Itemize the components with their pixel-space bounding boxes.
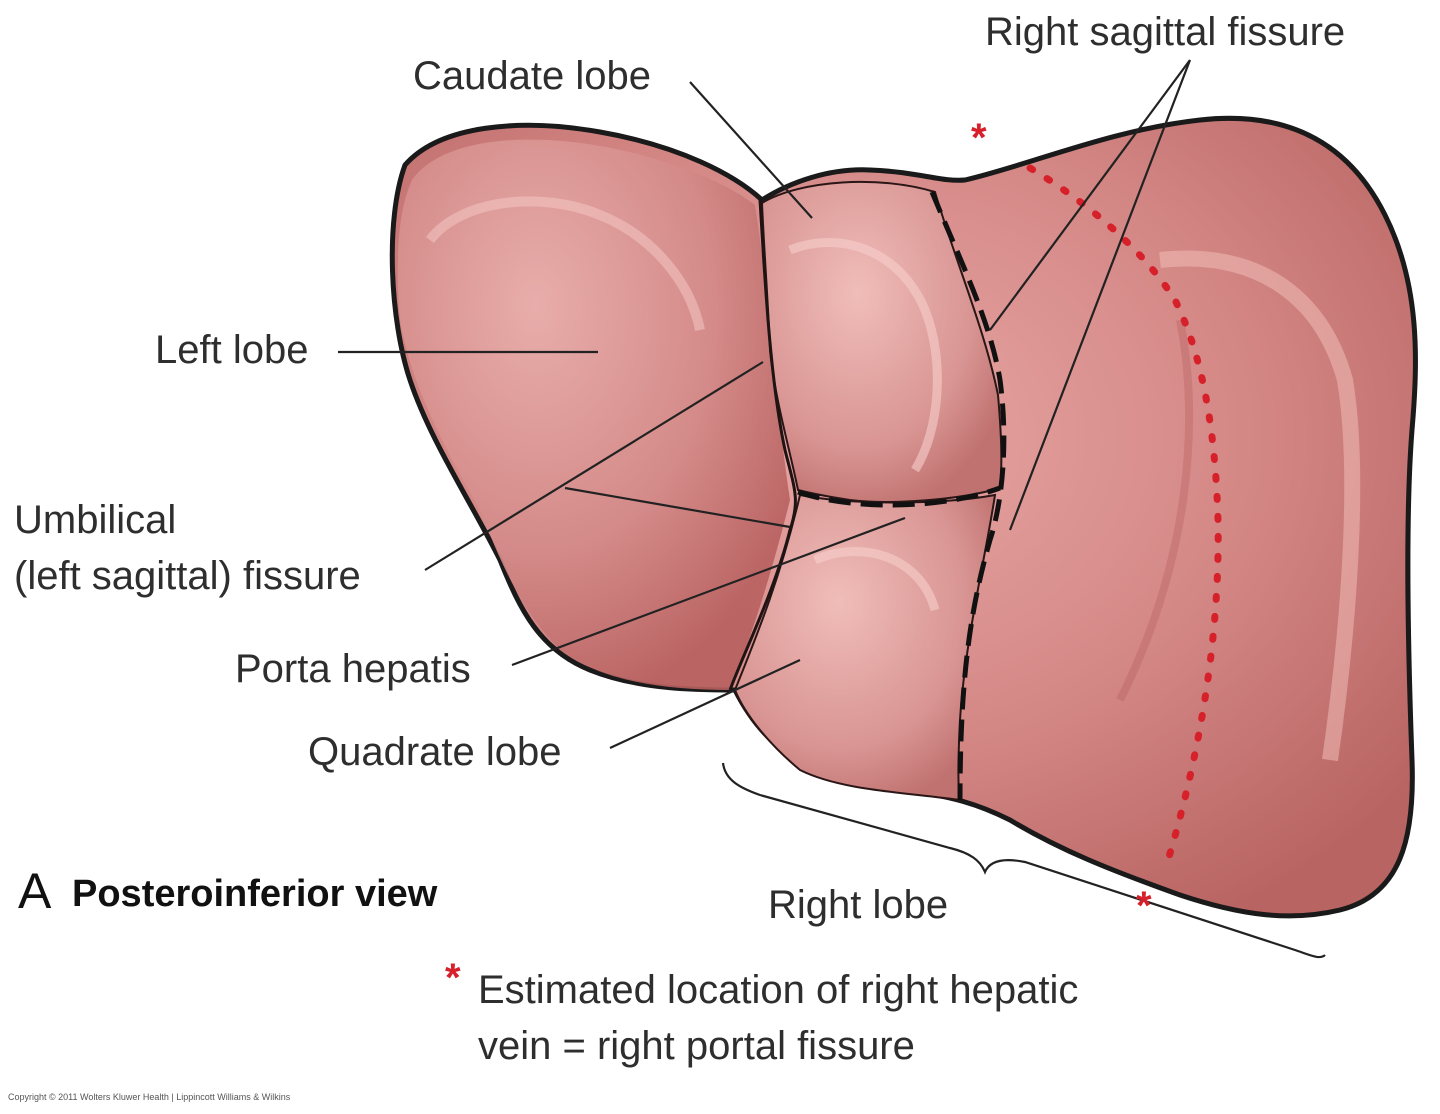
left-lobe-shading (397, 139, 790, 690)
label-umbilical-line1: Umbilical (14, 498, 177, 542)
label-porta-hepatis: Porta hepatis (235, 647, 471, 691)
hepatic-vein-star-bottom: * (1136, 884, 1152, 928)
label-left-lobe: Left lobe (155, 328, 309, 372)
label-right-lobe: Right lobe (768, 883, 949, 927)
panel-letter: A (18, 863, 52, 919)
panel-title: Posteroinferior view (72, 873, 438, 915)
copyright-text: Copyright © 2011 Wolters Kluwer Health |… (8, 1092, 291, 1102)
legend-star: * (445, 956, 461, 1000)
hepatic-vein-star-top: * (971, 116, 987, 160)
legend-line1: Estimated location of right hepatic (478, 968, 1079, 1012)
legend-line2: vein = right portal fissure (478, 1024, 915, 1068)
right-lobe-bracket (721, 762, 1326, 959)
right-portal-fissure-dotted (1026, 164, 1222, 874)
label-caudate-lobe: Caudate lobe (413, 54, 651, 98)
label-umbilical-line2: (left sagittal) fissure (14, 554, 361, 598)
porta-hepatis-dashed (797, 485, 1001, 508)
right-sagittal-fissure-dashed (929, 191, 1007, 801)
umbilical-fissure-line (728, 199, 797, 691)
label-right-sagittal-fissure: Right sagittal fissure (985, 10, 1346, 54)
leader-lines (338, 59, 1192, 749)
label-quadrate-lobe: Quadrate lobe (308, 730, 562, 774)
